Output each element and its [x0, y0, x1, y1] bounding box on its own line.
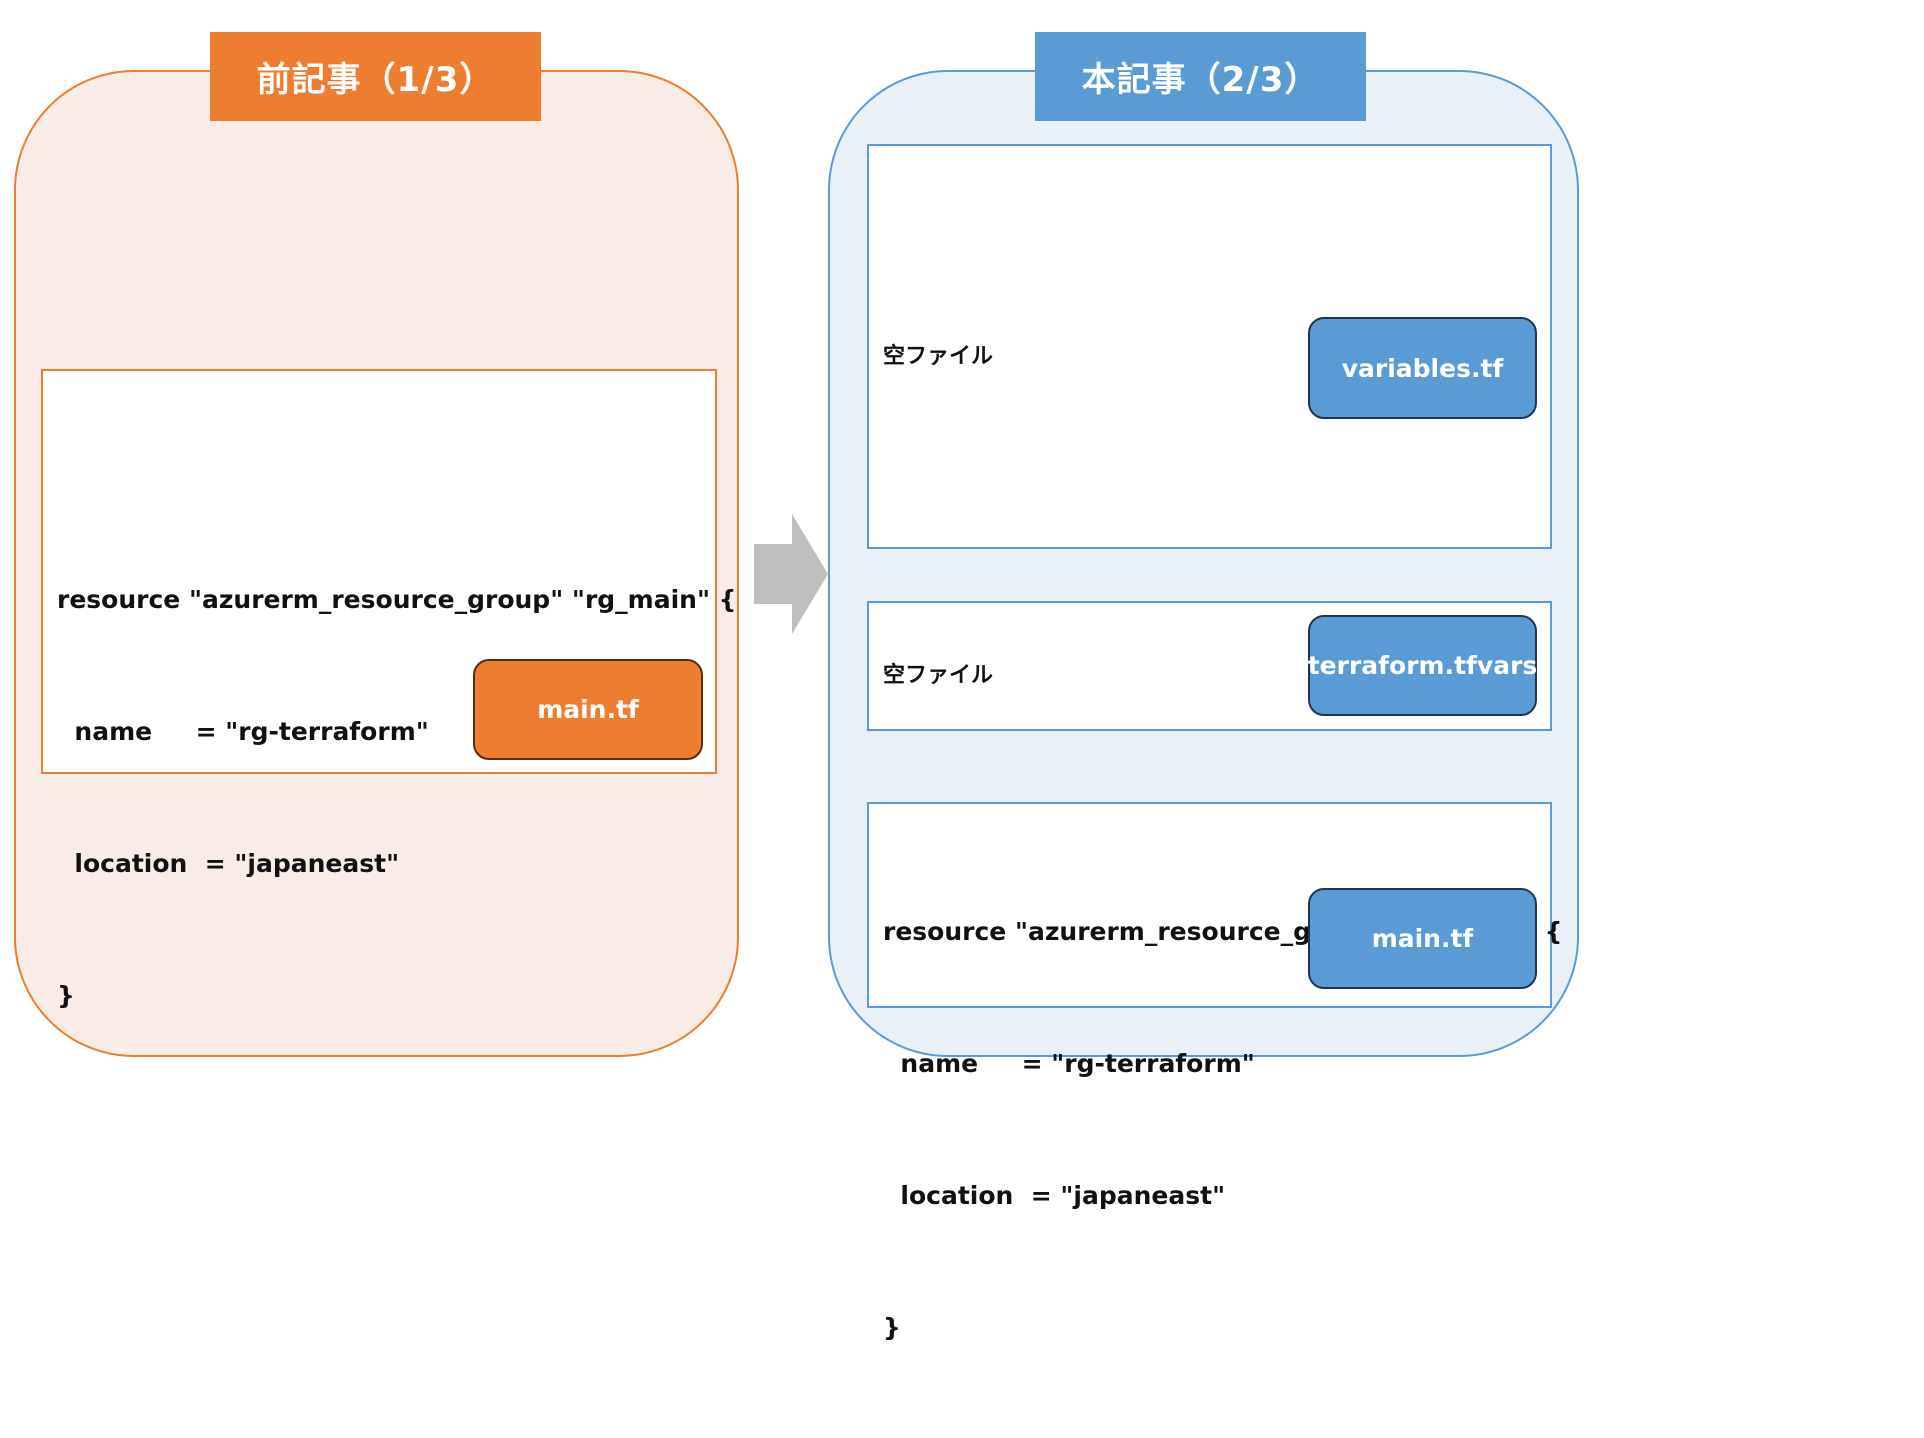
main-tf-content-box: resource "azurerm_resource_group" "rg_ma… [41, 369, 736, 1010]
code-block: resource "azurerm_resource_group" "rg_ma… [57, 490, 736, 1106]
code-line: resource "azurerm_resource_group" "rg_ma… [57, 585, 737, 614]
code-line: location = "japaneast" [57, 849, 400, 878]
code-line: } [883, 1313, 901, 1342]
previous-article-header: 前記事（1/3） [210, 32, 541, 121]
file-main-tf: main.tf [473, 659, 703, 760]
empty-file-label: 空ファイル [883, 663, 994, 688]
file-terraform-tfvars: terraform.tfvars [1308, 615, 1537, 716]
code-line: location = "japaneast" [883, 1181, 1226, 1210]
code-line: } [57, 981, 75, 1010]
file-variables-tf: variables.tf [1308, 317, 1537, 419]
file-main-tf: main.tf [1308, 888, 1537, 989]
right-arrow-icon [754, 514, 828, 634]
current-article-header: 本記事（2/3） [1035, 32, 1366, 121]
code-line: name = "rg-terraform" [883, 1049, 1255, 1078]
empty-file-label: 空ファイル [883, 344, 994, 369]
code-line: name = "rg-terraform" [57, 717, 429, 746]
